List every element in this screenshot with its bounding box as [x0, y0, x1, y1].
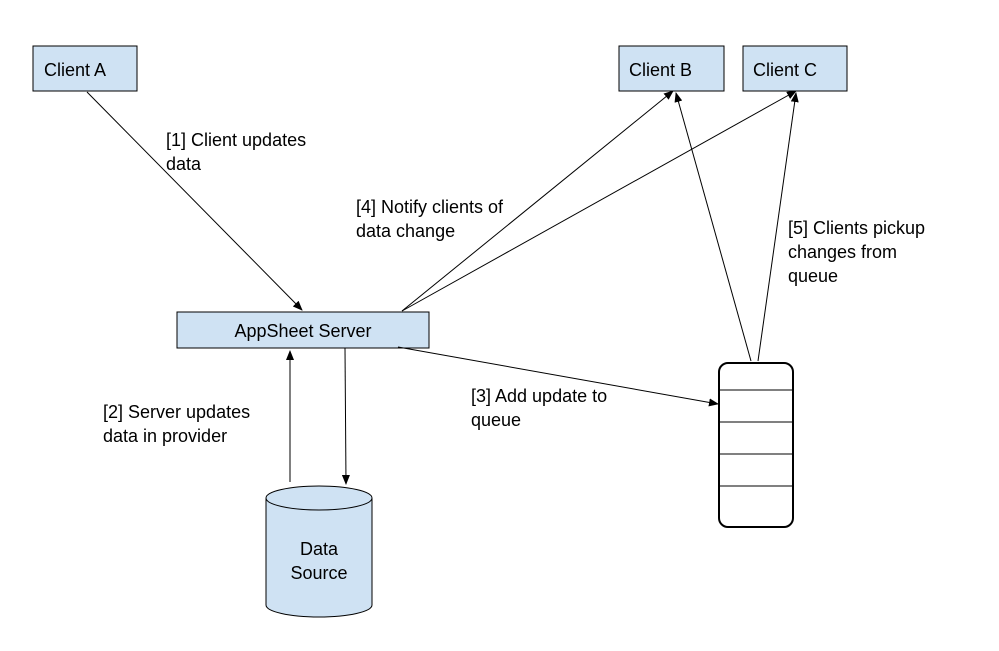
client-c-label: Client C	[753, 60, 817, 80]
step-1-label: [1] Client updates data	[166, 130, 306, 174]
step-1-line-2: data	[166, 154, 202, 174]
step-4-line-2: data change	[356, 221, 455, 241]
arrow-queue-to-client-b	[674, 92, 752, 362]
data-source-label-line1: Data	[300, 539, 339, 559]
step-5-line-1: [5] Clients pickup	[788, 218, 925, 238]
client-a-label: Client A	[44, 60, 106, 80]
appsheet-server-label: AppSheet Server	[234, 321, 371, 341]
queue-node	[718, 362, 794, 528]
step-2-line-1: [2] Server updates	[103, 402, 250, 422]
step-3-line-1: [3] Add update to	[471, 386, 607, 406]
arrow-server-to-queue	[397, 346, 719, 407]
step-4-label: [4] Notify clients of data change	[356, 197, 504, 241]
client-b-label: Client B	[629, 60, 692, 80]
step-5-line-2: changes from	[788, 242, 897, 262]
step-5-line-3: queue	[788, 266, 838, 286]
appsheet-server-node: AppSheet Server	[176, 311, 430, 349]
data-source-node: Data Source	[265, 485, 373, 618]
arrow-queue-to-client-c	[757, 92, 799, 362]
data-source-label-line2: Source	[290, 563, 347, 583]
arrow-server-to-client-c	[401, 90, 797, 312]
step-3-label: [3] Add update to queue	[471, 386, 607, 430]
client-c-node: Client C	[742, 45, 848, 92]
step-4-line-1: [4] Notify clients of	[356, 197, 504, 217]
client-a-node: Client A	[32, 45, 138, 92]
client-b-node: Client B	[618, 45, 725, 92]
step-3-line-2: queue	[471, 410, 521, 430]
step-2-label: [2] Server updates data in provider	[103, 402, 250, 446]
step-2-line-2: data in provider	[103, 426, 227, 446]
arrow-server-to-client-b	[401, 90, 674, 312]
step-5-label: [5] Clients pickup changes from queue	[788, 218, 925, 286]
step-1-line-1: [1] Client updates	[166, 130, 306, 150]
arrow-client-a-to-server	[86, 91, 303, 311]
arrow-server-to-data-source	[341, 347, 350, 485]
